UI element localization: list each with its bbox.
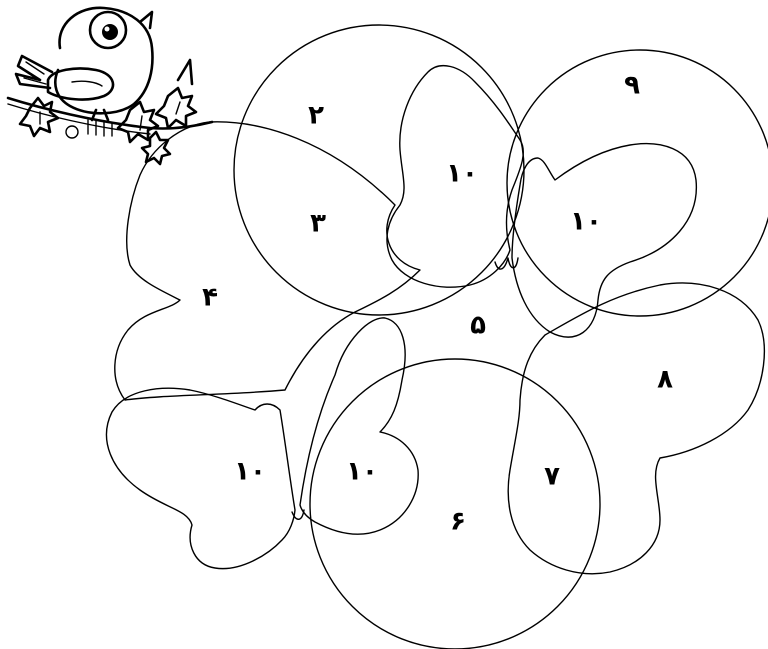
region-label-7: ۷ [544,462,560,492]
region-label-10-bottom-right: ۱۰ [346,457,378,487]
region-label-5: ۵ [470,311,486,341]
region-label-6: ۶ [450,507,466,537]
butterfly-bottom-right-wing [300,318,418,534]
region-label-10-top-right: ۱۰ [570,207,602,237]
butterfly-outline [107,66,765,574]
blob-right [508,283,764,574]
region-label-4: ۴ [202,283,218,313]
region-label-9: ۹ [624,71,640,101]
circle-top-center [234,25,524,315]
region-label-3: ۳ [310,209,326,239]
circle-bottom-center [310,359,600,649]
region-label-8: ۸ [657,365,673,395]
butterfly-top-right-wing [512,144,696,337]
region-label-10-bottom-left: ۱۰ [234,457,266,487]
region-label-2: ۲ [308,101,324,131]
region-label-10-top-left: ۱۰ [446,159,478,189]
butterfly-bottom-left-wing [107,388,295,568]
